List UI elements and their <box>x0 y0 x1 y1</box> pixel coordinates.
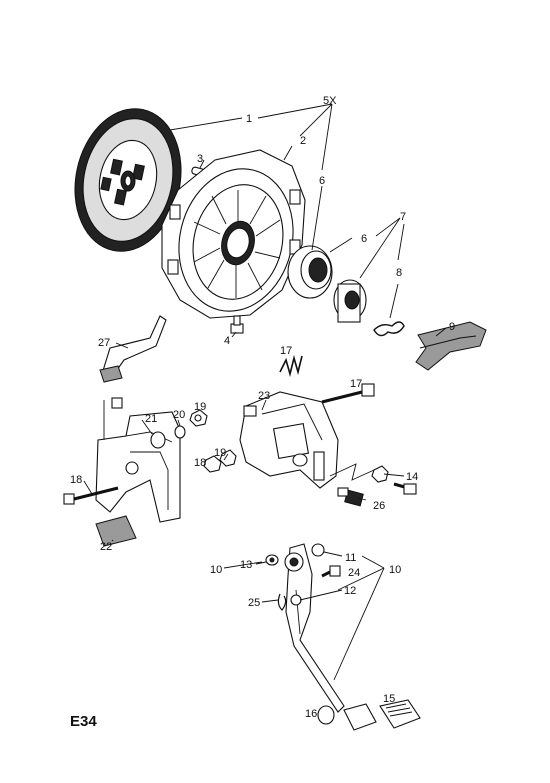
pedal-pad-15 <box>379 699 421 729</box>
callout-27: 27 <box>98 337 110 349</box>
switch-26 <box>337 487 364 507</box>
callout-3: 3 <box>197 153 203 165</box>
washer-20 <box>174 425 186 439</box>
bolt-24 <box>321 565 341 578</box>
nut-19-left <box>189 409 208 427</box>
callouts: 1 5X 2 3 6 7 6 8 9 27 4 17 17 23 19 20 2… <box>70 95 455 720</box>
release-fork <box>415 321 487 371</box>
callout-19-upper: 19 <box>194 401 206 413</box>
callout-5x: 5X <box>323 95 337 107</box>
callout-17-spring: 17 <box>280 345 292 357</box>
callout-15: 15 <box>383 693 395 705</box>
nut-14-upper <box>371 465 389 483</box>
callout-11: 11 <box>345 552 356 564</box>
nut-19-right <box>219 449 237 467</box>
callout-25: 25 <box>248 597 260 609</box>
washer-13 <box>265 554 279 566</box>
callout-21: 21 <box>145 413 157 425</box>
callout-22: 22 <box>100 541 112 553</box>
pedal-bracket-left <box>95 397 181 523</box>
callout-9: 9 <box>449 321 455 333</box>
bush-11 <box>311 543 325 557</box>
callout-18-right: 18 <box>194 457 206 469</box>
zigzag-line <box>329 463 375 481</box>
retaining-clip <box>373 321 405 337</box>
pedal-bracket-right <box>239 391 339 489</box>
bolt-14 <box>393 482 417 495</box>
clutch-disc <box>74 108 182 252</box>
bolt-18-left <box>63 486 119 505</box>
release-bearing <box>287 245 333 299</box>
callout-6-lower: 6 <box>361 233 367 245</box>
bolt-17 <box>321 383 375 404</box>
clutch-pedal <box>284 543 345 713</box>
callout-12: 12 <box>344 585 356 597</box>
pressure-plate <box>161 149 306 319</box>
callout-13: 13 <box>240 559 252 571</box>
leader-lines <box>83 103 447 714</box>
callout-17-bolt: 17 <box>350 378 362 390</box>
callout-14: 14 <box>406 471 418 483</box>
callout-4: 4 <box>224 335 230 347</box>
callout-7: 7 <box>400 211 406 223</box>
callout-2: 2 <box>300 135 306 147</box>
callout-16: 16 <box>305 708 317 720</box>
callout-18-left: 18 <box>70 474 82 486</box>
callout-10-right: 10 <box>389 564 401 576</box>
nut-18-right <box>203 455 222 473</box>
page-reference-code: E34 <box>70 713 97 730</box>
pedal-pad-mount <box>343 703 377 731</box>
callout-1: 1 <box>246 113 252 125</box>
callout-23: 23 <box>258 390 270 402</box>
callout-6-upper: 6 <box>319 175 325 187</box>
clip-25 <box>277 593 287 611</box>
callout-24: 24 <box>348 567 360 579</box>
pad-22 <box>95 515 137 547</box>
bolt-4 <box>230 315 244 334</box>
callout-26: 26 <box>373 500 385 512</box>
callout-19-lower: 19 <box>214 447 226 459</box>
return-spring <box>279 354 303 378</box>
guide-sleeve <box>333 279 367 323</box>
callout-10-left: 10 <box>210 564 222 576</box>
bracket-27 <box>99 315 167 383</box>
callout-8: 8 <box>396 267 402 279</box>
plug-16 <box>317 705 335 725</box>
callout-20: 20 <box>173 409 185 421</box>
